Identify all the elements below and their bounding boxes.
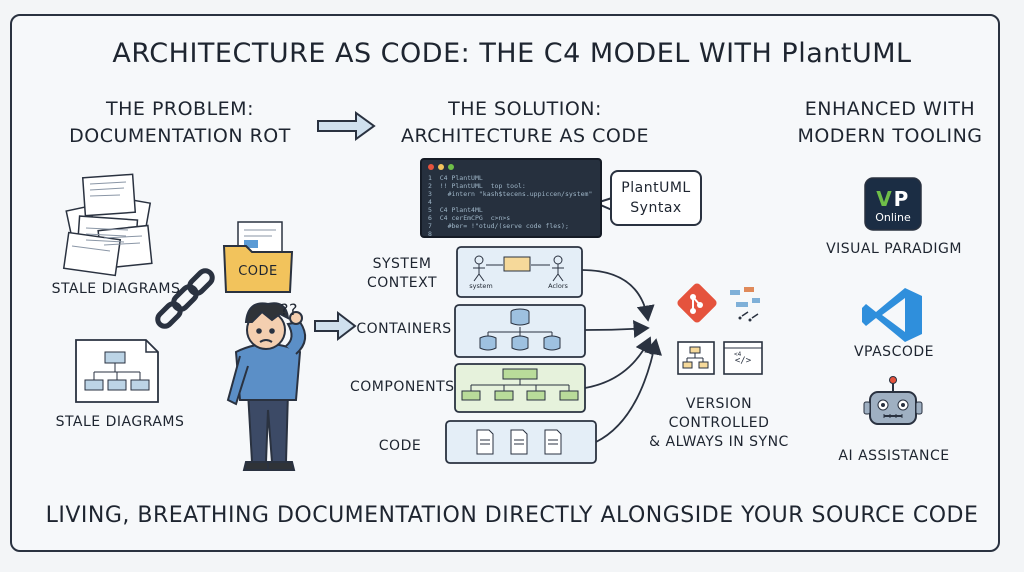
minimize-dot-icon: [438, 164, 444, 170]
plantuml-syntax-bubble: PlantUML Syntax: [610, 170, 702, 226]
problem-heading-line1: THE PROBLEM:: [106, 98, 254, 120]
diagram-window-icon: [677, 341, 715, 375]
layer-label-containers: CONTAINERS: [356, 321, 452, 337]
vp-logo-v: V: [876, 187, 892, 211]
layer-connectors: [581, 269, 662, 443]
stale-diagram-document-icon: [75, 339, 159, 403]
confused-developer-figure: [226, 302, 307, 471]
svg-text:<4: <4: [734, 351, 742, 358]
layer-code: [445, 420, 597, 464]
broken-chain-icon: [155, 268, 215, 329]
solution-heading: THE SOLUTION: ARCHITECTURE AS CODE: [390, 96, 660, 150]
layer-label-system-context-line1: SYSTEM: [372, 256, 432, 272]
layer-containers: [454, 304, 586, 358]
bubble-line1: PlantUML: [621, 180, 691, 196]
tooling-heading-line2: MODERN TOOLING: [797, 125, 983, 147]
version-controlled-line1: VERSION CONTROLLED: [668, 396, 770, 431]
visual-paradigm-logo: V P: [864, 177, 922, 231]
developer-to-layers-arrow: [314, 310, 357, 342]
tool-label-ai-assistance: AI ASSISTANCE: [838, 448, 950, 464]
stale-paper-pile-icon: [62, 173, 153, 277]
vp-logo-p: P: [894, 187, 909, 211]
solution-heading-line1: THE SOLUTION:: [448, 98, 602, 120]
layer-label-components: COMPONENTS: [350, 379, 455, 395]
git-icon: [677, 283, 717, 323]
plantuml-code-editor: 1 C4 PlantUML 2 !! PlantUML top tool: 3 …: [420, 158, 602, 238]
problem-to-solution-arrow: [317, 111, 376, 141]
footer-tagline: LIVING, BREATHING DOCUMENTATION DIRECTLY…: [45, 503, 979, 528]
bubble-line2: Syntax: [630, 200, 682, 216]
vscode-logo: [862, 288, 922, 342]
vp-logo-subtext: Online: [875, 211, 911, 224]
actors-label: Aclors: [548, 282, 568, 290]
code-folder-icon: [222, 221, 294, 293]
layer-components: [454, 363, 586, 413]
system-actor-label: system: [469, 282, 493, 290]
robot-icon: [863, 376, 923, 425]
solution-heading-line2: ARCHITECTURE AS CODE: [400, 125, 649, 147]
stale-diagrams-label-bottom: STALE DIAGRAMS: [55, 414, 185, 430]
problem-heading-line2: DOCUMENTATION ROT: [69, 125, 291, 147]
tooling-heading: ENHANCED WITH MODERN TOOLING: [780, 96, 1000, 150]
code-text: 1 C4 PlantUML 2 !! PlantUML top tool: 3 …: [428, 174, 593, 238]
layer-label-system-context: SYSTEM CONTEXT: [352, 255, 452, 293]
layer-label-system-context-line2: CONTEXT: [366, 275, 438, 291]
scattered-code-blocks-icon: [730, 287, 760, 322]
close-dot-icon: [428, 164, 434, 170]
code-window-icon: </> <4: [723, 341, 763, 375]
diagram-title: ARCHITECTURE AS CODE: THE C4 MODEL WITH …: [112, 38, 912, 69]
tool-label-visual-paradigm: VISUAL PARADIGM: [826, 241, 962, 257]
layer-label-code: CODE: [378, 438, 422, 454]
confused-question-marks: ??: [280, 300, 298, 319]
window-controls: [428, 164, 454, 170]
folder-label: CODE: [238, 264, 278, 279]
problem-heading: THE PROBLEM: DOCUMENTATION ROT: [50, 96, 310, 150]
maximize-dot-icon: [448, 164, 454, 170]
version-controlled-line2: & ALWAYS IN SYNC: [649, 434, 789, 450]
layer-system-context: [456, 246, 583, 298]
tooling-heading-line1: ENHANCED WITH: [804, 98, 976, 120]
svg-text:</>: </>: [735, 356, 752, 366]
tool-label-vpascode: VPASCODE: [853, 344, 934, 360]
version-controlled-label: VERSION CONTROLLED & ALWAYS IN SYNC: [634, 395, 804, 452]
stale-diagrams-label-top: STALE DIAGRAMS: [51, 281, 181, 297]
